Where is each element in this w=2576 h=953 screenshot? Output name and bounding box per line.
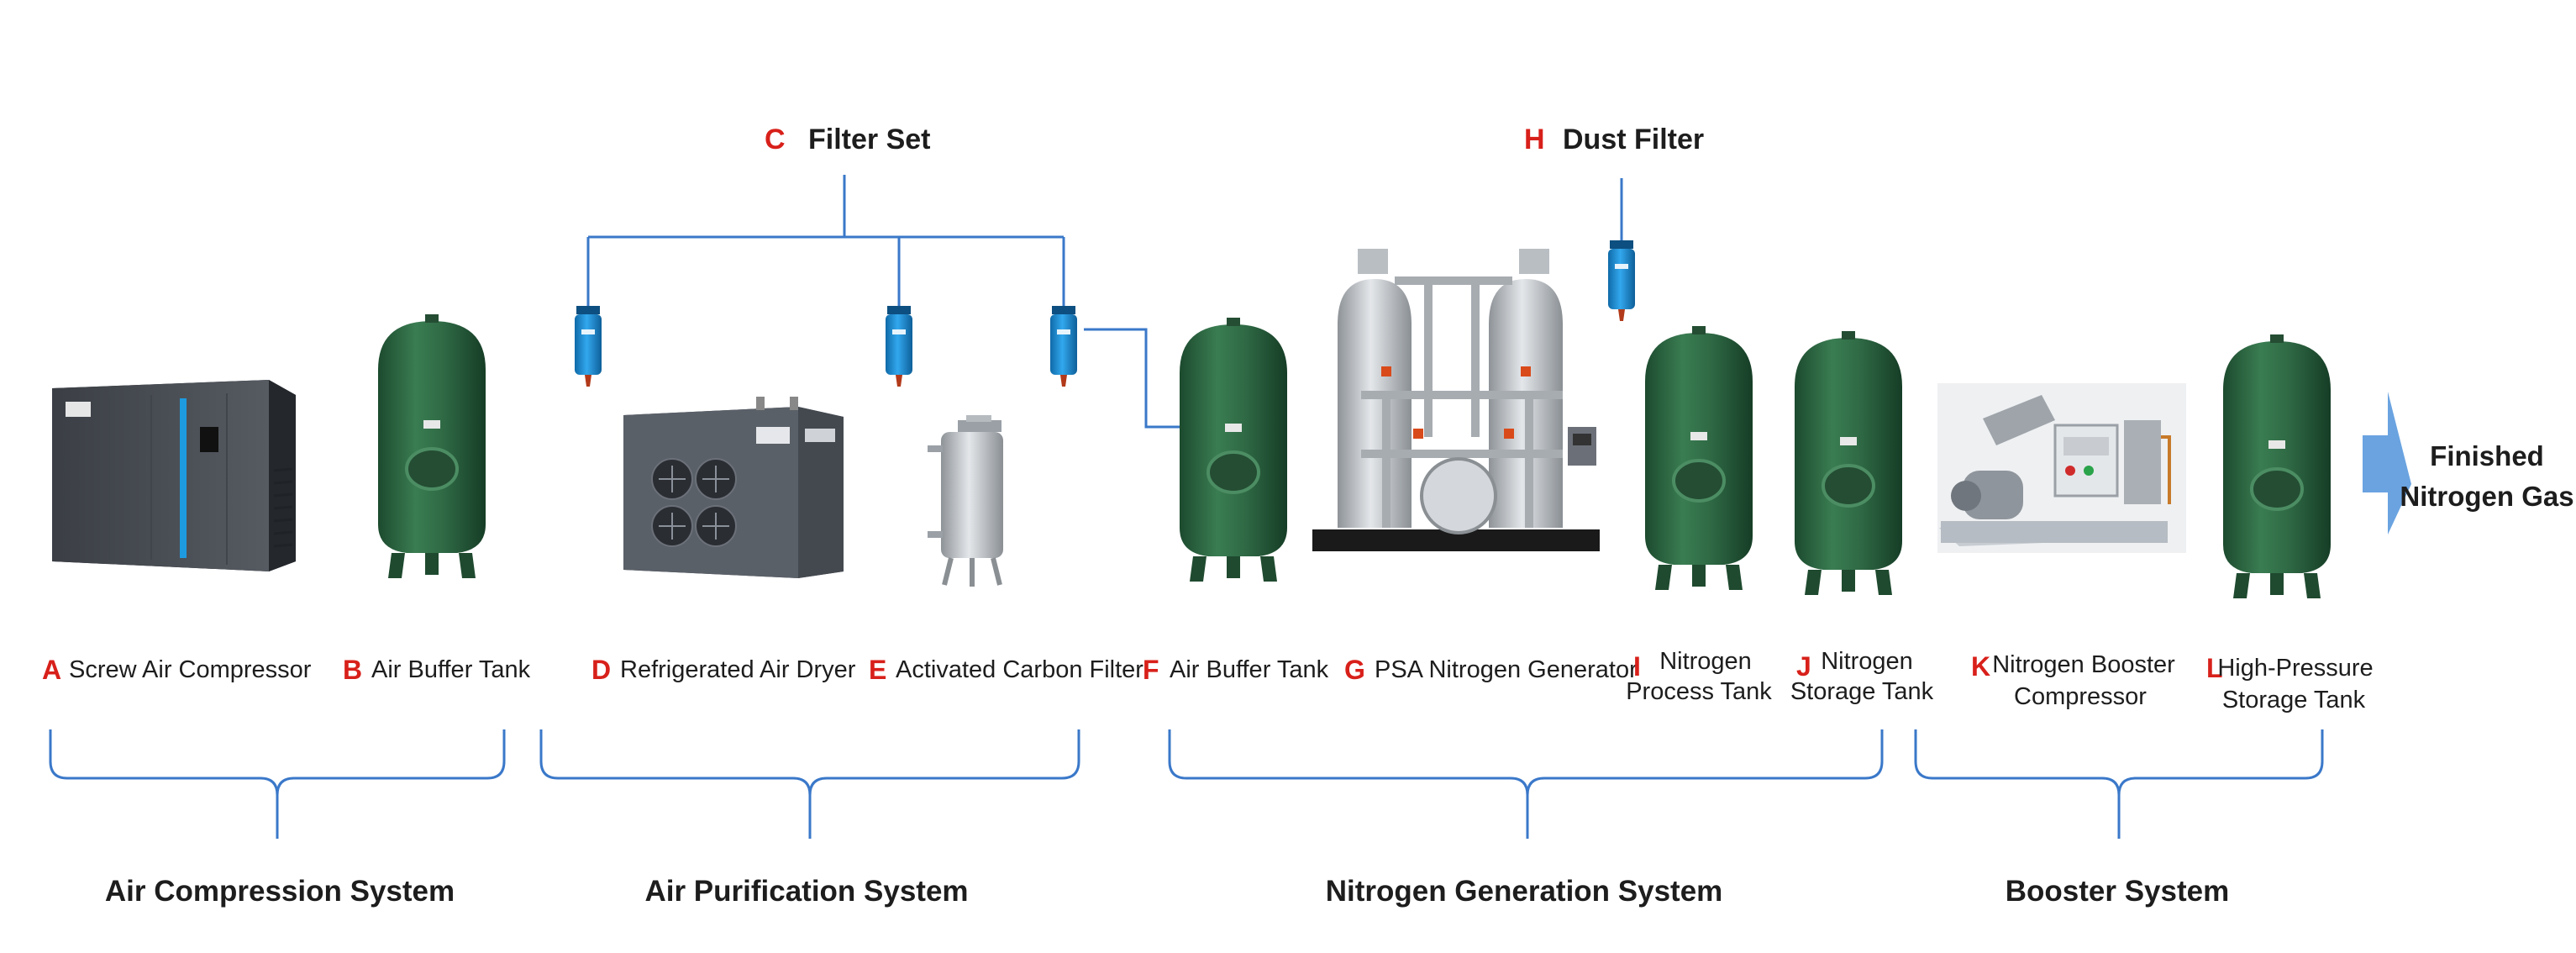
label-letter: B (343, 655, 362, 685)
label-name-line-2: Storage Tank (1790, 678, 1934, 705)
label-letter: L (2206, 653, 2223, 683)
label-name-line-2: Storage Tank (2222, 687, 2366, 713)
dust-filter-letter: H (1524, 124, 1545, 155)
equipment-label-e: E Activated Carbon Filter (869, 655, 1143, 685)
label-letter: G (1344, 655, 1365, 685)
system-booster: Booster System (2006, 875, 2229, 908)
tank-icon (1180, 318, 1287, 582)
filter-icon (575, 306, 602, 387)
equipment-label-d: D Refrigerated Air Dryer (591, 655, 856, 685)
equipment-label-i: I Nitrogen Process Tank (1626, 648, 1772, 705)
filter-set-letter: C (765, 124, 786, 155)
dust-filter-icon (1608, 240, 1635, 321)
label-letter: K (1971, 651, 1990, 682)
equipment-label-a: A Screw Air Compressor (42, 655, 312, 685)
label-letter: I (1633, 651, 1641, 682)
output-line-1: Finished (2430, 440, 2544, 471)
psa-generator-icon (1312, 249, 1600, 551)
output-arrow: Finished Nitrogen Gas (2363, 392, 2574, 534)
filter-set-label: C Filter Set (765, 124, 930, 155)
label-name: Air Buffer Tank (1170, 656, 1329, 683)
air-dryer-icon (623, 397, 844, 578)
booster-compressor-icon (1937, 383, 2186, 553)
output-line-2: Nitrogen Gas (2400, 481, 2573, 512)
label-name-line-1: Nitrogen (1821, 648, 1913, 675)
filter-icon (886, 306, 912, 387)
label-name-line-2: Compressor (2014, 683, 2147, 710)
brace-nitrogen-generation (1168, 729, 1884, 839)
equipment-label-b: B Air Buffer Tank (343, 655, 531, 685)
label-name: Refrigerated Air Dryer (620, 656, 856, 683)
system-air-compression: Air Compression System (105, 875, 455, 908)
label-name-line-1: Nitrogen Booster (1992, 651, 2175, 678)
label-letter: J (1796, 651, 1811, 682)
label-letter: A (42, 655, 61, 685)
equipment-label-f: F Air Buffer Tank (1143, 655, 1329, 685)
system-air-purification: Air Purification System (644, 875, 968, 908)
label-name-line-1: High-Pressure (2217, 655, 2373, 682)
label-name: Activated Carbon Filter (896, 656, 1143, 683)
tank-icon (1645, 326, 1753, 590)
screw-compressor-icon (52, 380, 296, 571)
tank-icon (1795, 331, 1902, 595)
label-letter: D (591, 655, 611, 685)
tank-icon (2223, 334, 2331, 598)
label-letter: F (1143, 655, 1159, 685)
label-name-line-1: Nitrogen (1659, 648, 1752, 675)
brace-booster (1914, 729, 2324, 839)
carbon-filter-icon (928, 415, 1003, 587)
label-letter: E (869, 655, 886, 685)
label-name: Screw Air Compressor (69, 656, 312, 683)
label-name: Air Buffer Tank (371, 656, 531, 683)
brace-air-compression (49, 729, 506, 839)
tank-icon (378, 314, 486, 578)
brace-air-purification (539, 729, 1080, 839)
equipment-label-l: L High-Pressure Storage Tank (2206, 653, 2374, 713)
system-nitrogen-generation: Nitrogen Generation System (1326, 875, 1723, 908)
filter-set-name: Filter Set (808, 124, 930, 155)
equipment-label-j: J Nitrogen Storage Tank (1790, 648, 1934, 705)
equipment-label-k: K Nitrogen Booster Compressor (1971, 651, 2175, 710)
label-name: PSA Nitrogen Generator (1375, 656, 1638, 683)
dust-filter-label: H Dust Filter (1524, 124, 1704, 155)
arrow-right-icon (2363, 392, 2411, 534)
equipment-label-g: G PSA Nitrogen Generator (1344, 655, 1638, 685)
filter-set-connector (586, 175, 1222, 429)
filter-icon (1050, 306, 1077, 387)
dust-filter-name: Dust Filter (1563, 124, 1704, 155)
label-name-line-2: Process Tank (1626, 678, 1772, 705)
